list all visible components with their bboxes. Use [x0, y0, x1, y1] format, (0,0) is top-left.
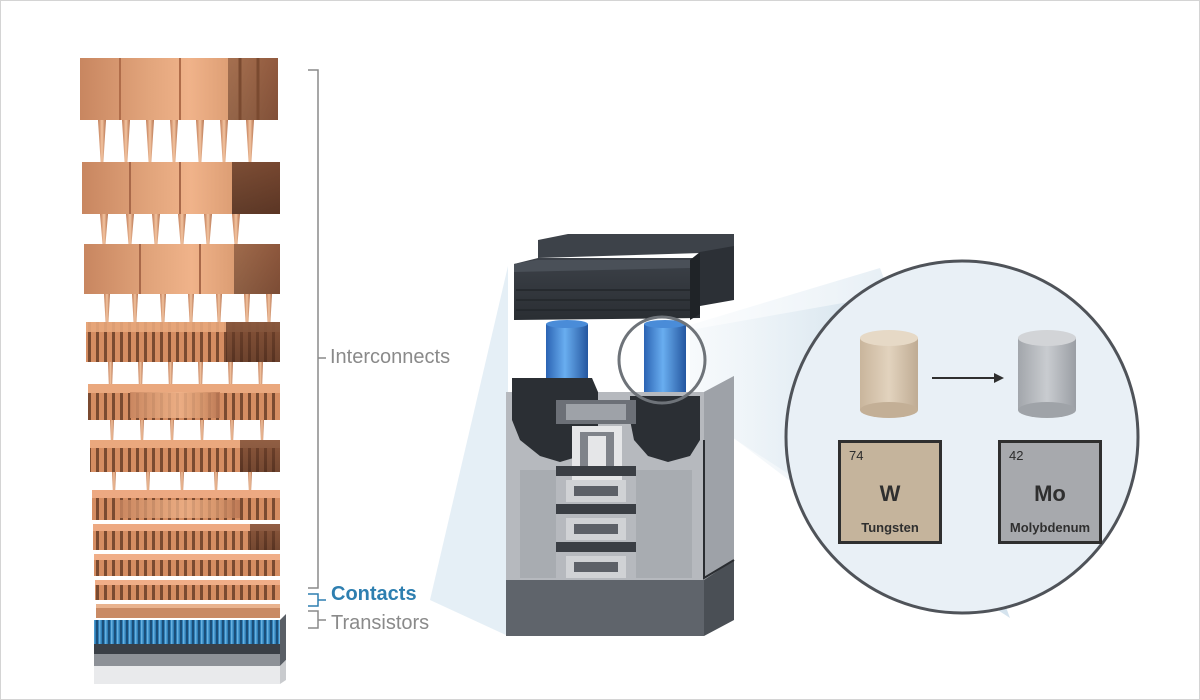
interconnect-stack: [80, 58, 286, 684]
molybdenum-name: Molybdenum: [1009, 520, 1091, 535]
tungsten-element-tile: 74 W Tungsten: [838, 440, 942, 544]
zoom-circle: [784, 259, 1140, 615]
replacement-arrow: [932, 373, 1004, 383]
interconnects-bracket: [308, 69, 326, 589]
transistors-label: Transistors: [331, 612, 430, 634]
zoom-focus-circle: [617, 315, 707, 405]
molybdenum-atomic-number: 42: [1009, 448, 1024, 463]
molybdenum-element-tile: 42 Mo Molybdenum: [998, 440, 1102, 544]
tungsten-cylinder: [860, 330, 918, 418]
tungsten-atomic-number: 74: [849, 448, 864, 463]
contacts-bracket: [308, 593, 326, 607]
contacts-label: Contacts: [331, 583, 417, 605]
molybdenum-cylinder: [1018, 330, 1076, 418]
stack-to-section-beam: [430, 266, 508, 636]
transistors-bracket: [308, 610, 326, 629]
tungsten-name: Tungsten: [861, 520, 919, 535]
cross-section: [506, 234, 735, 636]
tungsten-symbol: W: [879, 481, 901, 506]
molybdenum-symbol: Mo: [1034, 481, 1066, 506]
interconnects-label: Interconnects: [330, 346, 451, 368]
